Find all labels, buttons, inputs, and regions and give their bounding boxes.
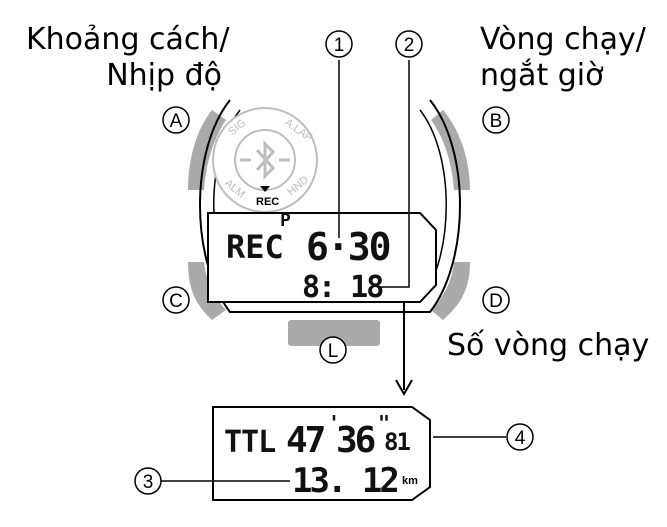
distance-pace-label: Khoảng cách/ Nhịp độ [26, 22, 230, 93]
callout-4-number: 4 [515, 428, 526, 449]
button-l-marker [319, 336, 347, 364]
callout-2-marker [395, 30, 423, 58]
arrow-down-icon [395, 379, 413, 397]
watch-case [199, 99, 461, 313]
detail-ttl: TTL [224, 425, 275, 460]
rec-arrow-icon [260, 186, 270, 192]
display-p: P [280, 210, 291, 231]
button-b-letter: B [490, 111, 503, 132]
detail-display-frame [212, 406, 431, 501]
detail-sec-mark: " [378, 411, 390, 435]
button-a-marker [162, 106, 190, 134]
button-c-letter: C [169, 291, 183, 312]
detail-min-mark: ' [328, 411, 340, 435]
main-display-frame [207, 212, 437, 303]
button-d-letter: D [489, 291, 503, 312]
button-l-letter: L [328, 341, 339, 362]
display-lap: 8: 18 [302, 270, 383, 305]
callout-3-marker [134, 467, 162, 495]
lap-split-label: Vòng chạy/ ngắt giờ [480, 22, 646, 93]
callout-2-line [380, 60, 410, 288]
display-mode: REC [226, 228, 284, 266]
callout-1-number: 1 [334, 35, 345, 56]
detail-minutes: 47 [286, 420, 324, 461]
detail-seconds: 36 [336, 420, 375, 461]
button-b-marker [482, 106, 510, 134]
button-d-shape[interactable] [431, 262, 470, 320]
callout-3-number: 3 [143, 472, 154, 493]
detail-distance: 13. 12 [292, 461, 397, 501]
bluetooth-icon [240, 140, 290, 180]
callout-1-marker [325, 30, 353, 58]
button-c-marker [162, 286, 190, 314]
bezel-rec: REC [256, 196, 279, 208]
button-a-letter: A [170, 111, 183, 132]
callout-4-marker [506, 423, 534, 451]
button-d-marker [482, 286, 510, 314]
button-b-shape[interactable] [431, 110, 470, 190]
button-l-shape[interactable] [288, 320, 380, 346]
lap-count-label: Số vòng chạy [447, 328, 650, 363]
callout-2-number: 2 [404, 35, 415, 56]
detail-hundredths: 81 [384, 428, 410, 456]
detail-unit: km [402, 475, 418, 487]
display-pace: 6·30 [306, 225, 390, 269]
